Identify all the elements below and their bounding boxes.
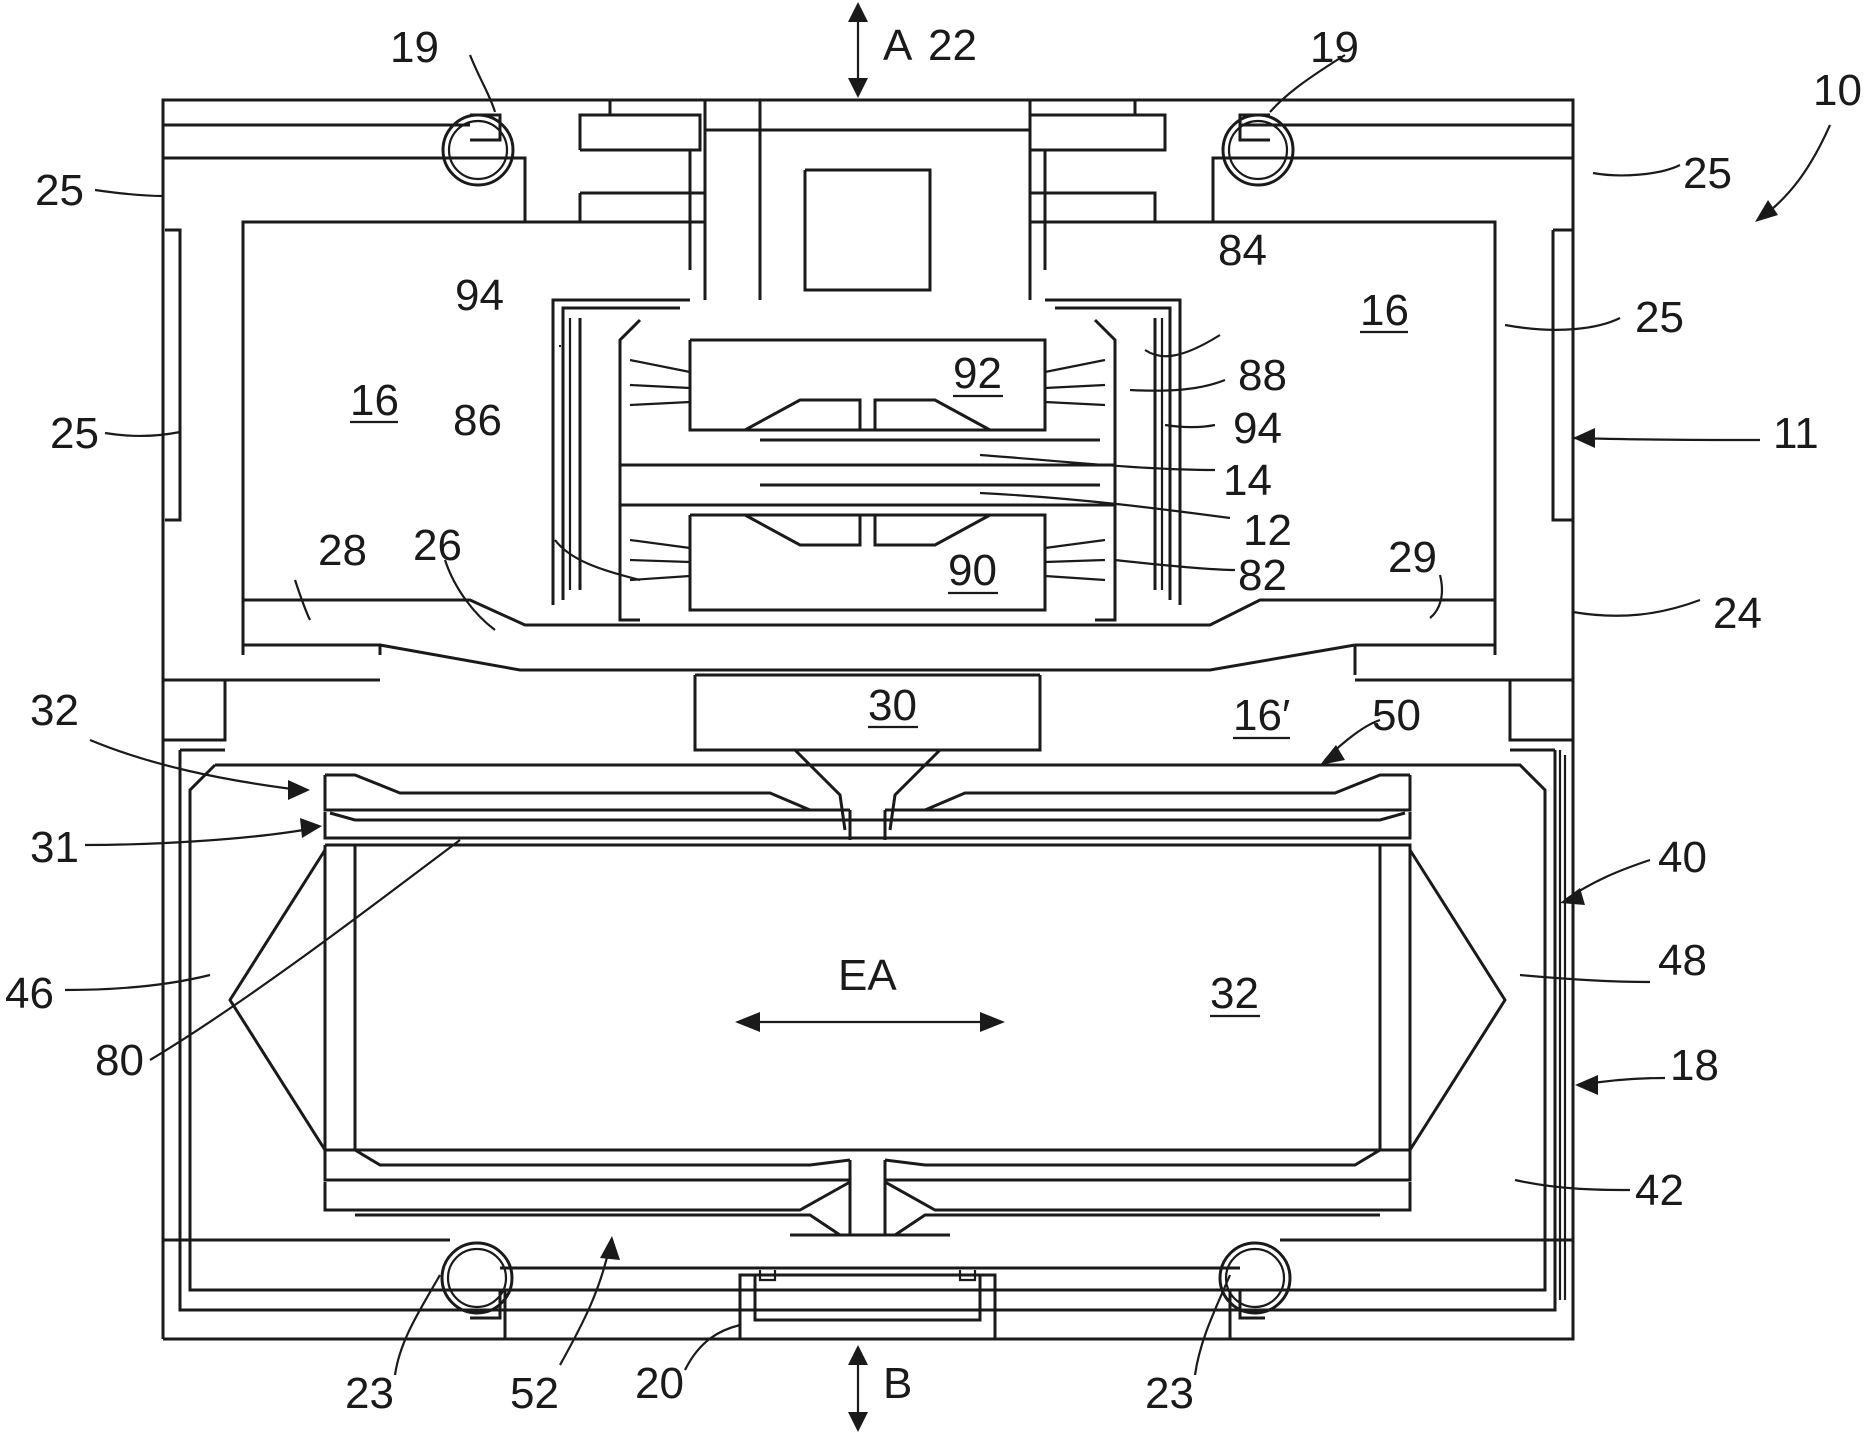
label-top-direction: A <box>883 21 913 70</box>
label-spacer-side-right: 25 <box>1635 293 1684 342</box>
label-magnet-lower: 12 <box>1243 506 1292 555</box>
label-seal: 80 <box>95 1036 144 1085</box>
label-diaphragm: 26 <box>413 521 462 570</box>
label-ring-upper-right: 19 <box>1310 23 1359 72</box>
label-spacer-upper-right: 25 <box>1683 149 1732 198</box>
label-bobbin-left: 86 <box>453 396 502 445</box>
label-shield-right: 94 <box>1233 404 1282 453</box>
label-ring-upper-left: 19 <box>390 23 439 72</box>
label-chamber-left: 16 <box>350 376 399 425</box>
label-plate-lower: 52 <box>510 1369 559 1418</box>
top-stem <box>580 100 1165 300</box>
label-film-upper: 32 <box>30 686 79 735</box>
actuator <box>553 300 1180 620</box>
label-core: 32 <box>1210 969 1259 1018</box>
label-core-upper: 92 <box>953 349 1002 398</box>
label-side-right: 48 <box>1658 936 1707 985</box>
label-diaphragm-end-left: 28 <box>318 526 367 575</box>
ring-upper-left <box>443 115 513 185</box>
label-chamber-right: 16 <box>1360 286 1409 335</box>
arrow-ea <box>735 1012 1005 1032</box>
label-housing: 11 <box>1773 409 1819 458</box>
label-core-lower: 90 <box>948 546 997 595</box>
label-corner-bottom-right: 42 <box>1635 1166 1684 1215</box>
label-expansion-axis: EA <box>838 951 897 1000</box>
label-bobbin-right: 88 <box>1238 351 1287 400</box>
label-ring-lower-right: 23 <box>1145 1369 1194 1418</box>
label-magnet-upper: 14 <box>1223 456 1272 505</box>
label-coil-upper: 84 <box>1218 226 1267 275</box>
label-cell-unit: 18 <box>1670 1041 1719 1090</box>
label-assembly: 10 <box>1813 66 1862 115</box>
label-port-bottom: 20 <box>635 1359 684 1408</box>
label-spacer-upper-left: 25 <box>35 166 84 215</box>
label-frame: 40 <box>1658 833 1707 882</box>
label-spacer-side-left: 25 <box>50 409 99 458</box>
arrow-a <box>848 2 868 98</box>
label-film-lower: 31 <box>30 823 79 872</box>
label-plate-upper: 50 <box>1372 691 1421 740</box>
label-bottom-direction: B <box>883 1359 912 1408</box>
label-chamber-lower: 16′ <box>1233 691 1290 740</box>
label-wall-right: 24 <box>1713 589 1762 638</box>
label-diaphragm-end-right: 29 <box>1388 533 1437 582</box>
arrow-10 <box>1755 125 1830 222</box>
cell-unit <box>180 750 1565 1310</box>
label-piston: 30 <box>868 681 917 730</box>
ring-lower-right <box>1220 1243 1290 1313</box>
arrow-b <box>848 1345 868 1432</box>
label-ring-lower-left: 23 <box>345 1369 394 1418</box>
label-side-left: 46 <box>5 969 54 1018</box>
label-port-top: 22 <box>928 21 977 70</box>
label-shield-left: 94 <box>455 271 504 320</box>
label-coil-lower: 82 <box>1238 551 1287 600</box>
